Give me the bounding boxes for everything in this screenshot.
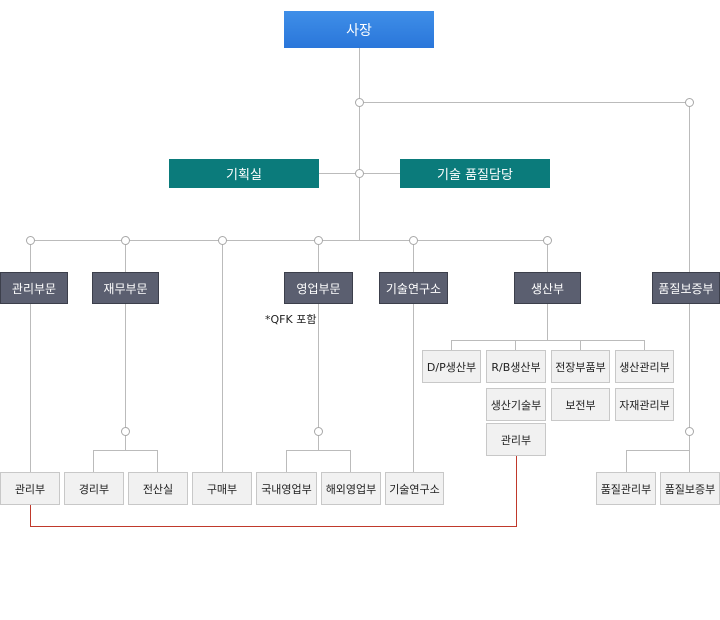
dept-production-mgmt: 생산관리부 bbox=[615, 350, 674, 383]
dept-electrical-parts: 전장부품부 bbox=[551, 350, 610, 383]
division-sales: 영업부문 bbox=[284, 272, 353, 304]
dept-research: 기술연구소 bbox=[385, 472, 444, 505]
dept-maintenance: 보전부 bbox=[551, 388, 610, 421]
dept-domestic-sales: 국내영업부 bbox=[256, 472, 317, 505]
dept-it: 전산실 bbox=[128, 472, 188, 505]
dept-accounting: 경리부 bbox=[64, 472, 124, 505]
dept-production-admin: 관리부 bbox=[486, 423, 546, 456]
dept-quality-assurance: 품질보증부 bbox=[660, 472, 720, 505]
dept-purchasing: 구매부 bbox=[192, 472, 252, 505]
sales-division-note: *QFK 포함 bbox=[265, 313, 317, 326]
division-research: 기술연구소 bbox=[379, 272, 448, 304]
dept-admin: 관리부 bbox=[0, 472, 60, 505]
dept-quality-mgmt: 품질관리부 bbox=[596, 472, 656, 505]
dept-rb-production: R/B생산부 bbox=[486, 350, 546, 383]
division-finance: 재무부문 bbox=[92, 272, 159, 304]
division-admin: 관리부문 bbox=[0, 272, 68, 304]
dept-materials-mgmt: 자재관리부 bbox=[615, 388, 674, 421]
quality-executive-box: 기술 품질담당 bbox=[400, 159, 550, 188]
planning-office-box: 기획실 bbox=[169, 159, 319, 188]
division-quality: 품질보증부 bbox=[652, 272, 720, 304]
dept-dp-production: D/P생산부 bbox=[422, 350, 481, 383]
dept-production-tech: 생산기술부 bbox=[486, 388, 546, 421]
division-production: 생산부 bbox=[514, 272, 581, 304]
dept-overseas-sales: 해외영업부 bbox=[321, 472, 381, 505]
ceo-box: 사장 bbox=[284, 11, 434, 48]
